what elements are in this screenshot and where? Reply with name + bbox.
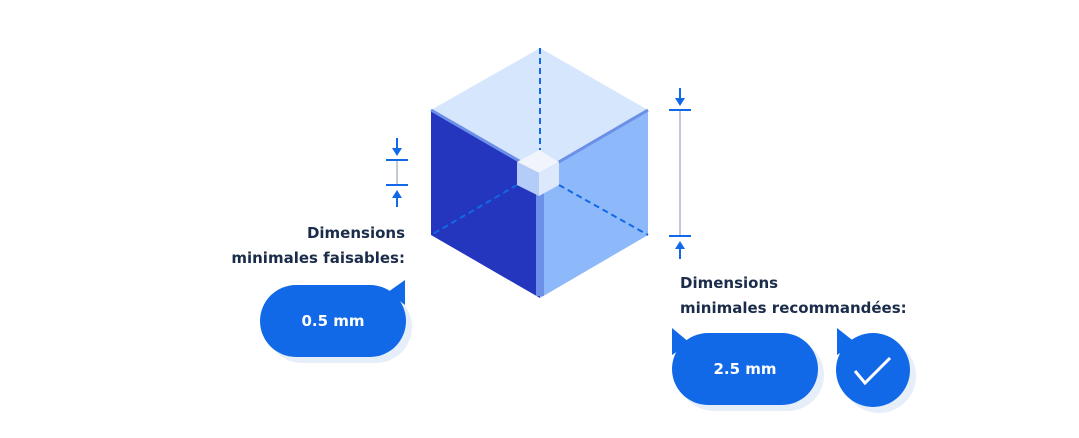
arrow-down-icon — [675, 98, 685, 106]
recommended-label-line2: minimales recommandées: — [680, 299, 907, 317]
recommended-label: Dimensions minimales recommandées: — [680, 271, 907, 321]
dashed-edge — [430, 184, 518, 236]
cube-left-face — [431, 110, 540, 298]
feasible-value-bubble — [260, 280, 412, 363]
arrow-down-icon — [392, 148, 402, 156]
feasible-label: Dimensions minimales faisables: — [231, 221, 405, 271]
recommended-value-bubble — [672, 328, 824, 411]
recommended-label-line1: Dimensions — [680, 274, 779, 292]
cube-edge-highlight — [536, 175, 544, 296]
checkmark-icon — [853, 356, 892, 386]
arrow-up-icon — [675, 241, 685, 249]
feasible-label-line1: Dimensions — [306, 224, 405, 242]
feasible-label-line2: minimales faisables: — [231, 249, 405, 267]
cube-right-face — [540, 110, 648, 298]
dashed-edge — [558, 184, 649, 236]
small-cube-right — [539, 162, 559, 196]
arrow-up-icon — [392, 190, 402, 198]
recommended-value: 2.5 mm — [713, 360, 777, 378]
height-dimension-recommended — [669, 88, 691, 259]
feasible-value: 0.5 mm — [301, 312, 365, 330]
check-bubble — [836, 328, 916, 413]
small-cube-left — [517, 162, 539, 196]
height-dimension-feasible — [386, 138, 408, 207]
